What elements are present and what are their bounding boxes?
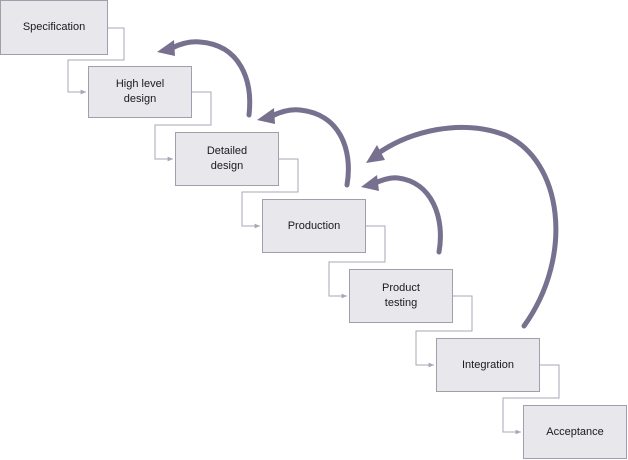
stage-detailed-design: Detailed design bbox=[175, 132, 279, 186]
connector-specification-to-high-level-design bbox=[67, 27, 125, 95]
stage-acceptance: Acceptance bbox=[523, 405, 627, 459]
stage-integration: Integration bbox=[436, 338, 540, 392]
stage-label: Acceptance bbox=[546, 425, 604, 438]
stage-production: Production bbox=[262, 199, 366, 253]
stage-label: High level design bbox=[115, 78, 165, 105]
feedback-arrow-detailed-design-to-high-level-design bbox=[257, 107, 351, 188]
stage-product-testing: Product testing bbox=[349, 269, 453, 323]
connector-detailed-design-to-production bbox=[241, 158, 299, 229]
connector-production-to-product-testing bbox=[328, 225, 386, 299]
stage-specification: Specification bbox=[0, 0, 108, 55]
feedback-arrow-high-level-design-to-specification bbox=[157, 39, 253, 118]
connector-high-level-design-to-detailed-design bbox=[154, 91, 212, 162]
feedback-arrow-product-testing-to-production bbox=[361, 175, 443, 255]
feedback-arrow-integration-to-detailed-design bbox=[366, 124, 559, 329]
stage-label: Integration bbox=[462, 358, 514, 371]
stage-label: Detailed design bbox=[206, 145, 248, 172]
stage-label: Specification bbox=[22, 21, 86, 33]
stage-label: Product testing bbox=[382, 282, 420, 309]
stage-high-level-design: High level design bbox=[88, 66, 192, 118]
stage-label: Production bbox=[287, 219, 341, 232]
connector-integration-to-acceptance bbox=[502, 364, 560, 435]
connector-product-testing-to-integration bbox=[415, 295, 473, 368]
